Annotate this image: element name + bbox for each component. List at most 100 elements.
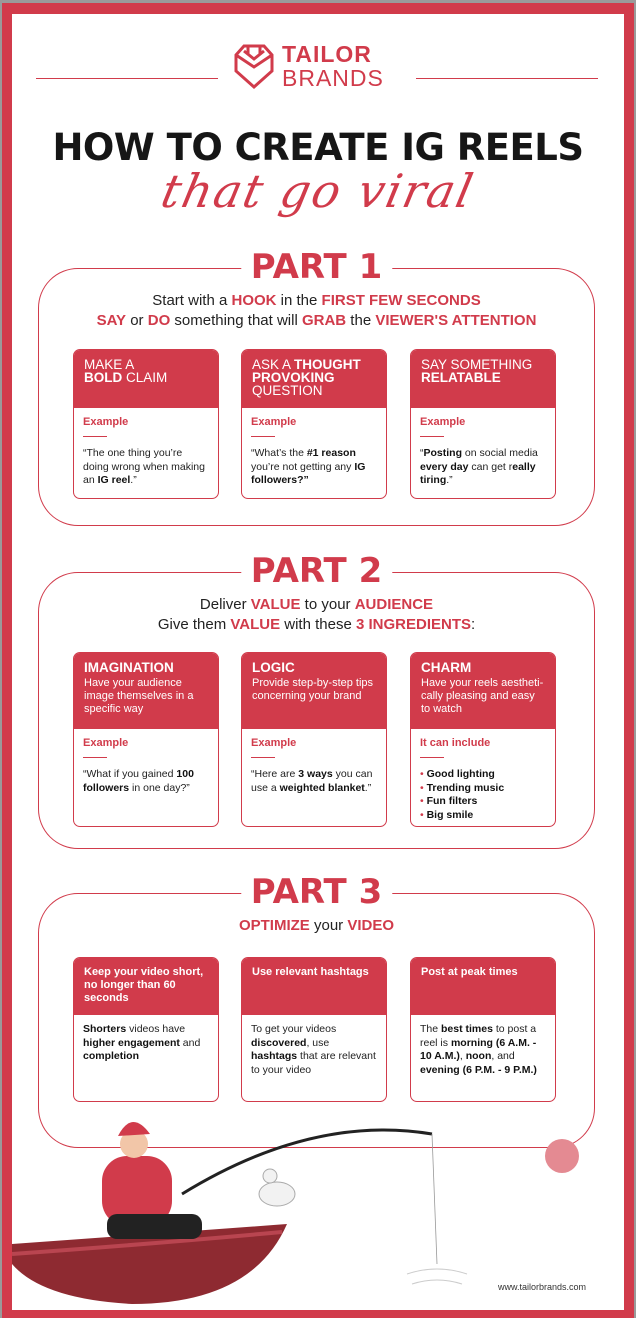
text-segment: your (309, 917, 348, 934)
text-segment: “Here are (251, 768, 299, 780)
sun-icon (545, 1139, 579, 1173)
hat-icon (118, 1121, 150, 1136)
charm-list: Good lighting Trending music Fun filters… (420, 768, 546, 822)
card-body: Shorters videos have higher engagement a… (74, 1015, 218, 1072)
card-label: Example (83, 416, 129, 428)
text-segment: the (346, 312, 376, 329)
divider (416, 78, 598, 79)
part1-card-question: ASK A THOUGHT PROVOKING QUESTION Example… (241, 349, 387, 499)
main-title: HOW TO CREATE IG REELS (52, 126, 584, 169)
part2-intro-line2: Give them VALUE with these 3 INGREDIENTS… (39, 615, 594, 635)
text-segment: “What if you gained (83, 768, 177, 780)
emphasis-text: completion (83, 1050, 140, 1062)
text-segment: ASK A (252, 357, 295, 372)
card-body: “What if you gained 100 followers in one… (83, 768, 209, 795)
fishing-line (431, 1133, 438, 1265)
text-segment: CLAIM (122, 370, 168, 385)
card-subheading: Provide step-by-step tips concerning you… (252, 677, 374, 702)
emphasis-text: HOOK (231, 292, 277, 309)
logo-icon (234, 44, 274, 89)
text-segment: Give them (157, 616, 231, 633)
part1-section: PART 1 Start with a HOOK in the FIRST FE… (38, 247, 595, 526)
list-item: Good lighting (426, 768, 495, 780)
text-segment: QUESTION (252, 383, 323, 398)
card-body: “Here are 3 ways you can use a weighted … (251, 768, 377, 795)
text-segment: you’re not getting any (251, 460, 355, 473)
card-label: It can include (420, 737, 491, 749)
emphasis-text: higher engagement (83, 1036, 180, 1049)
text-segment: .” (130, 474, 137, 486)
emphasis-text: hashtags (251, 1050, 298, 1062)
emphasis-text: GRAB (301, 312, 347, 329)
emphasis-text: FIRST FEW SECONDS (321, 292, 481, 309)
boat (12, 1224, 287, 1304)
emphasis-text: weighted blanket (279, 781, 365, 794)
card-heading: SAY SOMETHING RELATABLE (411, 350, 555, 408)
seagull-icon (258, 1181, 296, 1207)
text-segment: “The one thing you’re doing wrong when m… (83, 447, 205, 486)
emphasis-text: THOUGHT PROVOKING (252, 357, 361, 385)
part3-card-short-video: Keep your video short, no longer than 60… (73, 957, 219, 1102)
text-segment: videos have (126, 1023, 186, 1035)
emphasis-text: VIEWER'S ATTENTION (375, 312, 537, 329)
text-segment: on social media (462, 447, 538, 459)
card-subheading: Have your reels aestheti-cally pleasing … (421, 677, 544, 715)
text-segment: in the (276, 292, 322, 309)
website-url: www.tailorbrands.com (497, 1282, 586, 1292)
emphasis-text: evening (6 P.M. - 9 P.M.) (420, 1063, 537, 1076)
fishing-illustration (12, 1121, 579, 1304)
part2-intro-line1: Deliver VALUE to your AUDIENCE (39, 595, 594, 615)
part3-intro-line1: OPTIMIZE your VIDEO (39, 916, 594, 936)
part2-section: PART 2 Deliver VALUE to your AUDIENCE Gi… (38, 551, 595, 849)
emphasis-text: OPTIMIZE (238, 917, 310, 934)
card-heading: ASK A THOUGHT PROVOKING QUESTION (242, 350, 386, 408)
card-body: To get your videos discovered, use hasht… (242, 1015, 386, 1085)
text-segment: to post a reel is (420, 1023, 537, 1049)
emphasis-text: every day (420, 460, 469, 473)
text-segment: .” (364, 781, 372, 794)
brand-name-line2: BRANDS (282, 65, 384, 91)
text-segment: SAY SOMETHING (421, 357, 533, 372)
text-segment: The (420, 1023, 442, 1035)
emphasis-text: VALUE (230, 616, 281, 633)
divider (36, 78, 218, 79)
emphasis-text: noon (465, 1050, 492, 1062)
text-segment: Deliver (199, 596, 251, 613)
card-body: “The one thing you’re doing wrong when m… (83, 447, 209, 488)
emphasis-text: 100 followers (83, 768, 194, 794)
text-segment: that are relevant to your video (251, 1050, 376, 1076)
text-segment: in one day?” (129, 781, 190, 794)
emphasis-text: #1 reason (306, 447, 356, 459)
part1-intro-line1: Start with a HOOK in the FIRST FEW SECON… (39, 291, 594, 311)
text-segment: MAKE A (84, 357, 135, 372)
emphasis-text: Shorters (83, 1023, 127, 1035)
text-segment: or (126, 312, 148, 329)
emphasis-text: IG reel (97, 474, 131, 486)
emphasis-text: BOLD (84, 370, 123, 385)
card-heading: Keep your video short, no longer than 60… (84, 966, 204, 1004)
text-segment: , and (491, 1050, 515, 1062)
emphasis-text: SAY (96, 312, 127, 329)
emphasis-text: DO (147, 312, 171, 329)
list-item: Trending music (426, 781, 505, 794)
emphasis-text: IG followers?” (251, 460, 366, 487)
text-segment: , (459, 1050, 466, 1062)
brand-name-line1: TAILOR (282, 41, 372, 67)
text-segment: : (471, 616, 476, 633)
card-heading: CHARM (421, 660, 472, 675)
part2-card-charm: CHARM Have your reels aestheti-cally plea… (410, 652, 556, 827)
text-segment: , use (306, 1036, 330, 1049)
card-label: Example (251, 416, 297, 428)
card-heading: Use relevant hashtags (252, 966, 369, 978)
text-segment: can get r (468, 460, 513, 473)
part3-section: PART 3 OPTIMIZE your VIDEO (38, 872, 595, 1148)
fishing-rod (181, 1128, 433, 1196)
card-body: The best times to post a reel is morning… (411, 1015, 555, 1085)
emphasis-text: AUDIENCE (354, 596, 434, 613)
card-body: “Posting on social media every day can g… (420, 447, 546, 488)
card-heading: IMAGINATION (84, 660, 174, 675)
